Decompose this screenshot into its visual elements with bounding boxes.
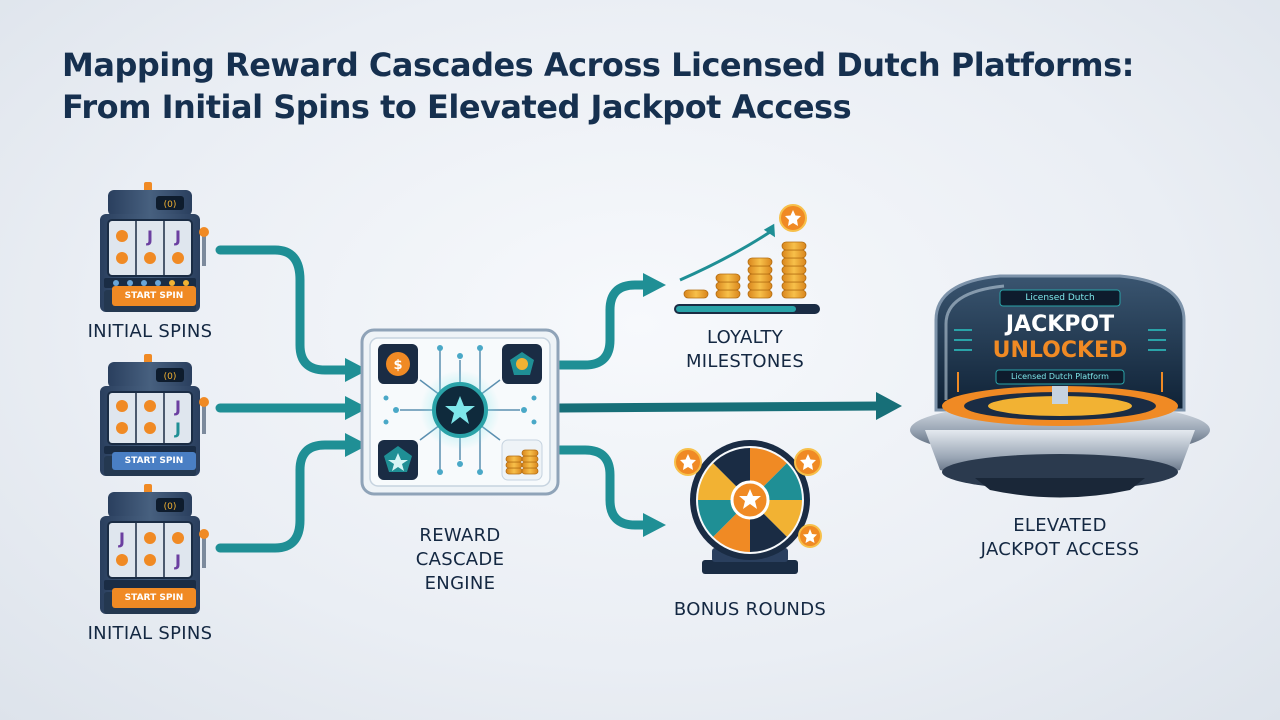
jackpot-bottom-text: Licensed Dutch Platform (1011, 372, 1109, 381)
engine-label-line-1: REWARD (419, 525, 501, 546)
loyalty-label-line-1: LOYALTY (706, 327, 784, 348)
reward-cascade-engine: $ (360, 328, 560, 496)
svg-text:J: J (118, 529, 125, 548)
slot-2-button[interactable]: START SPIN (112, 452, 196, 470)
svg-text:$: $ (393, 358, 402, 373)
flow-arrow-engine-loyalty (555, 280, 650, 370)
arrowhead-3 (345, 433, 368, 457)
engine-label: REWARD CASCADE ENGINE (380, 524, 540, 596)
loyalty-label-line-2: MILESTONES (685, 351, 805, 372)
jackpot-top-text: Licensed Dutch (1025, 293, 1095, 303)
jackpot-dome-graphic (910, 274, 1210, 498)
engine-label-line-2: CASCADE (415, 549, 505, 570)
arrowhead-jackpot (876, 392, 902, 420)
svg-text:J: J (174, 227, 181, 246)
jackpot-label-line-1: ELEVATED (1013, 515, 1107, 536)
jackpot-label: ELEVATED JACKPOT ACCESS (960, 514, 1160, 562)
bonus-wheel-graphic (674, 440, 822, 574)
jackpot-label-line-2: JACKPOT ACCESS (980, 539, 1140, 560)
flow-arrow-slot1-engine (215, 245, 350, 375)
flow-arrow-engine-bonus (555, 445, 650, 530)
slot-1-button[interactable]: START SPIN (112, 286, 196, 306)
slot-1-label: INITIAL SPINS (87, 321, 213, 342)
jackpot-line-2: UNLOCKED (992, 338, 1128, 363)
svg-text:J: J (146, 227, 153, 246)
title-line-1: Mapping Reward Cascades Across Licensed … (62, 46, 1134, 84)
svg-text:(0): (0) (164, 372, 177, 382)
title-line-2: From Initial Spins to Elevated Jackpot A… (62, 88, 852, 126)
loyalty-milestones-graphic (674, 204, 820, 314)
slot-3-button[interactable]: START SPIN (112, 588, 196, 608)
arrowhead-2 (345, 396, 368, 420)
diagram-title: Mapping Reward Cascades Across Licensed … (62, 44, 1242, 128)
arrowhead-loyalty (643, 273, 666, 297)
flow-arrow-engine-jackpot (555, 401, 885, 413)
jackpot-line-1: JACKPOT (1005, 312, 1115, 337)
svg-text:(0): (0) (164, 200, 177, 210)
arrowhead-1 (345, 358, 368, 382)
svg-text:J: J (174, 397, 181, 416)
svg-text:J: J (174, 551, 181, 570)
svg-text:(0): (0) (164, 502, 177, 512)
svg-text:J: J (174, 419, 181, 438)
arrowhead-bonus (643, 513, 666, 537)
bonus-label: BONUS ROUNDS (673, 599, 827, 620)
loyalty-label: LOYALTY MILESTONES (660, 326, 830, 374)
engine-label-line-3: ENGINE (424, 573, 496, 594)
flow-arrow-slot3-engine (215, 440, 350, 553)
slot-3-label: INITIAL SPINS (87, 623, 213, 644)
